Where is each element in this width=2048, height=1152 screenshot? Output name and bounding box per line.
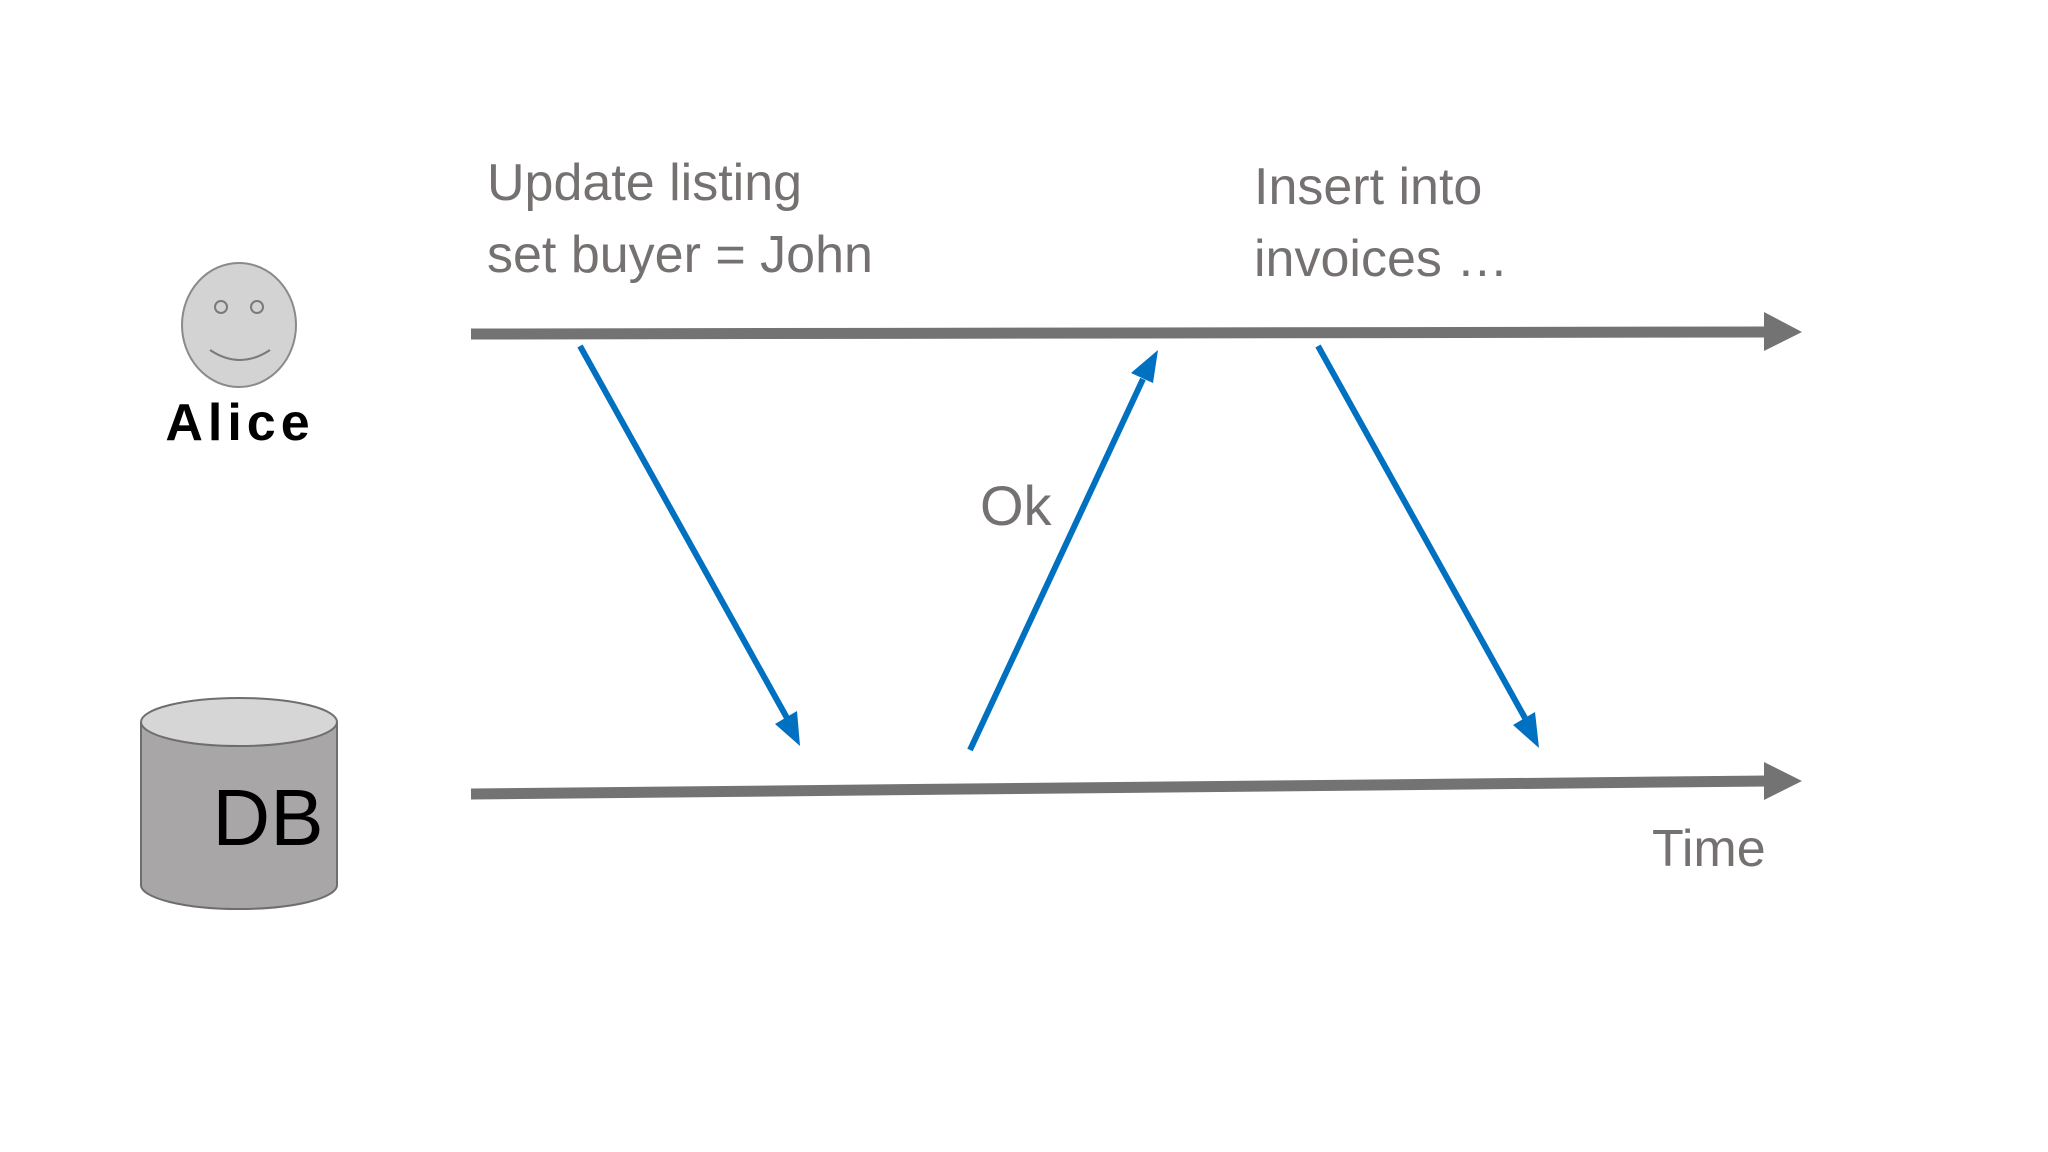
alice-label: Alice <box>165 394 314 452</box>
message-label-ok: Ok <box>980 474 1053 537</box>
message-arrow-update <box>577 344 800 746</box>
smiley-face-icon <box>181 262 297 388</box>
message-label-update-line1: Update listing <box>487 154 802 212</box>
message-label-insert-line1: Insert into <box>1254 158 1482 216</box>
db-label: DB <box>212 773 323 862</box>
time-axis-label: Time <box>1652 820 1766 878</box>
message-label-update-line2: set buyer = John <box>487 226 873 284</box>
alice-timeline-arrow <box>470 312 1802 351</box>
db-timeline-arrow <box>470 762 1802 800</box>
message-arrow-insert <box>1315 344 1539 748</box>
message-label-insert-line2: invoices … <box>1254 230 1508 288</box>
message-arrow-ok <box>967 350 1158 752</box>
database-cylinder-icon <box>140 697 338 910</box>
